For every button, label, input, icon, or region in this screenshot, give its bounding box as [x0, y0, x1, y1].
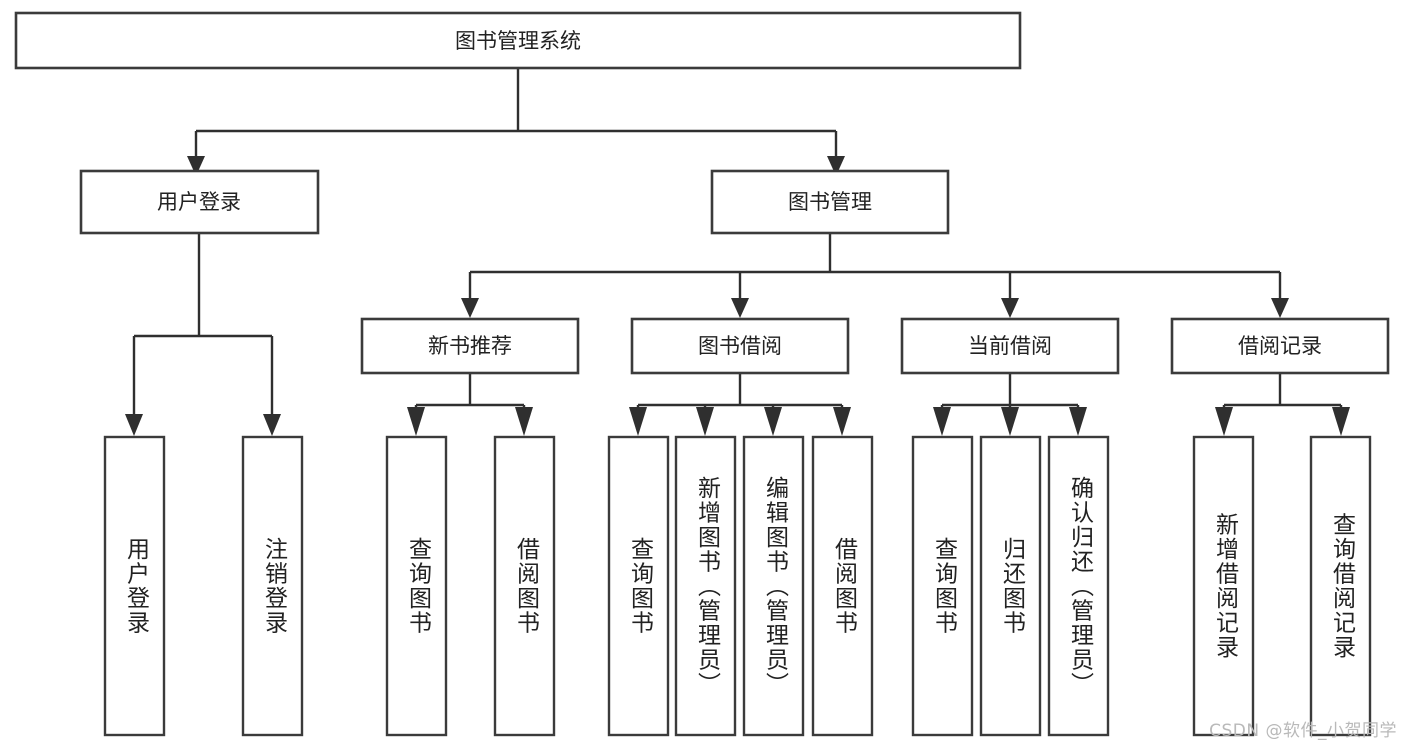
leaf-new-book-recommend-borrow-book-label: 借阅图书 — [513, 537, 541, 635]
node-new-book-recommend[interactable]: 新书推荐 — [360, 317, 580, 375]
leaf-user-login-login[interactable]: 用户登录 — [103, 435, 166, 737]
arrowhead-to-leaf-cb-query-book — [933, 407, 951, 436]
edge-book-manage-to-level3-bus — [468, 233, 1282, 302]
leaf-borrow-record-query-record-box[interactable] — [1309, 435, 1372, 737]
leaf-book-borrow-add-book-box[interactable] — [674, 435, 737, 737]
node-root-system-box[interactable] — [14, 11, 1022, 70]
leaf-current-borrow-return-book-box[interactable] — [979, 435, 1042, 737]
leaf-book-borrow-edit-book[interactable]: 编辑图书（管理员） — [742, 435, 805, 737]
leaf-current-borrow-confirm-return[interactable]: 确认归还（管理员） — [1047, 435, 1110, 737]
leaf-book-borrow-borrow-book[interactable]: 借阅图书 — [811, 435, 874, 737]
arrowhead-to-book-borrow — [731, 298, 749, 318]
leaf-current-borrow-query-book-box[interactable] — [911, 435, 974, 737]
arrowhead-to-current-borrow — [1001, 298, 1019, 318]
edge-root-to-level2-bus — [194, 68, 838, 160]
node-book-manage-label: 图书管理 — [788, 190, 872, 214]
arrowhead-to-leaf-br-query-record — [1332, 407, 1350, 436]
arrowhead-to-book-manage — [827, 156, 845, 176]
leaf-new-book-recommend-query-book-box[interactable] — [385, 435, 448, 737]
node-book-manage[interactable]: 图书管理 — [710, 169, 950, 235]
node-current-borrow-box[interactable] — [900, 317, 1120, 375]
leaf-user-login-logout-box[interactable] — [241, 435, 304, 737]
leaf-current-borrow-return-book[interactable]: 归还图书 — [979, 435, 1042, 737]
node-book-manage-box[interactable] — [710, 169, 950, 235]
leaf-borrow-record-query-record-label: 查询借阅记录 — [1329, 513, 1357, 660]
arrowhead-to-borrow-record — [1271, 298, 1289, 318]
leaf-user-login-login-label: 用户登录 — [123, 537, 151, 635]
node-book-borrow[interactable]: 图书借阅 — [630, 317, 850, 375]
node-new-book-recommend-box[interactable] — [360, 317, 580, 375]
node-root-system[interactable]: 图书管理系统 — [14, 11, 1022, 70]
leaf-book-borrow-borrow-book-label: 借阅图书 — [831, 537, 859, 635]
arrowhead-to-leaf-br-add-record — [1215, 407, 1233, 436]
edge-user-login-to-leaf-bus — [132, 233, 274, 418]
leaf-borrow-record-query-record[interactable]: 查询借阅记录 — [1309, 435, 1372, 737]
leaf-book-borrow-borrow-book-box[interactable] — [811, 435, 874, 737]
arrowhead-to-new-book-recommend — [461, 298, 479, 318]
leaf-book-borrow-query-book[interactable]: 查询图书 — [607, 435, 670, 737]
node-book-borrow-box[interactable] — [630, 317, 850, 375]
arrowhead-to-leaf-logout — [263, 414, 281, 436]
node-borrow-record[interactable]: 借阅记录 — [1170, 317, 1390, 375]
leaf-new-book-recommend-query-book[interactable]: 查询图书 — [385, 435, 448, 737]
leaf-book-borrow-add-book[interactable]: 新增图书（管理员） — [674, 435, 737, 737]
node-new-book-recommend-label: 新书推荐 — [428, 334, 512, 358]
arrowhead-to-leaf-nbr-borrow-book — [515, 407, 533, 436]
edge-new-book-recommend-to-leaf-bus — [414, 373, 526, 418]
node-current-borrow[interactable]: 当前借阅 — [900, 317, 1120, 375]
node-current-borrow-label: 当前借阅 — [968, 334, 1052, 358]
leaf-book-borrow-edit-book-box[interactable] — [742, 435, 805, 737]
node-book-borrow-label: 图书借阅 — [698, 334, 782, 358]
leaf-current-borrow-query-book-label: 查询图书 — [931, 537, 959, 635]
leaf-new-book-recommend-borrow-book-box[interactable] — [493, 435, 556, 737]
leaf-current-borrow-return-book-label: 归还图书 — [999, 537, 1027, 635]
edge-book-borrow-to-leaf-bus — [636, 373, 844, 418]
leaf-current-borrow-query-book[interactable]: 查询图书 — [911, 435, 974, 737]
leaf-borrow-record-add-record-label: 新增借阅记录 — [1212, 513, 1240, 660]
node-borrow-record-box[interactable] — [1170, 317, 1390, 375]
arrowhead-to-user-login — [187, 156, 205, 176]
node-root-system-label: 图书管理系统 — [455, 29, 581, 53]
leaf-book-borrow-add-book-label: 新增图书（管理员） — [694, 476, 722, 697]
leaf-user-login-logout-label: 注销登录 — [261, 537, 289, 635]
leaf-book-borrow-query-book-box[interactable] — [607, 435, 670, 737]
node-user-login-label: 用户登录 — [157, 190, 241, 214]
leaf-current-borrow-confirm-return-label: 确认归还（管理员） — [1067, 476, 1095, 697]
node-user-login-box[interactable] — [79, 169, 320, 235]
leaf-new-book-recommend-query-book-label: 查询图书 — [405, 537, 433, 635]
node-user-login[interactable]: 用户登录 — [79, 169, 320, 235]
leaf-borrow-record-add-record-box[interactable] — [1192, 435, 1255, 737]
connector-layer — [125, 68, 1350, 436]
arrowhead-to-leaf-cb-return-book — [1001, 407, 1019, 436]
arrowhead-to-leaf-bb-edit-book — [764, 407, 782, 436]
leaf-book-borrow-query-book-label: 查询图书 — [627, 537, 655, 635]
leaf-new-book-recommend-borrow-book[interactable]: 借阅图书 — [493, 435, 556, 737]
edge-borrow-record-to-leaf-bus — [1222, 373, 1343, 418]
arrowhead-to-leaf-cb-confirm-return — [1069, 407, 1087, 436]
leaf-book-borrow-edit-book-label: 编辑图书（管理员） — [762, 476, 790, 697]
arrowhead-to-leaf-bb-add-book — [696, 407, 714, 436]
leaf-current-borrow-confirm-return-box[interactable] — [1047, 435, 1110, 737]
arrowhead-to-leaf-bb-query-book — [629, 407, 647, 436]
node-borrow-record-label: 借阅记录 — [1238, 334, 1322, 358]
leaf-user-login-login-box[interactable] — [103, 435, 166, 737]
arrowhead-to-leaf-bb-borrow-book — [833, 407, 851, 436]
arrowhead-to-leaf-nbr-query-book — [407, 407, 425, 436]
leaf-user-login-logout[interactable]: 注销登录 — [241, 435, 304, 737]
leaf-borrow-record-add-record[interactable]: 新增借阅记录 — [1192, 435, 1255, 737]
arrowhead-to-leaf-user-login — [125, 414, 143, 436]
